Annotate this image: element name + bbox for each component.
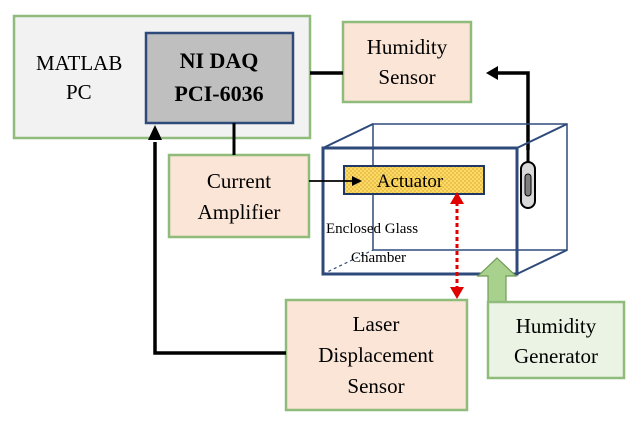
- humidity-sensor-line2: Sensor: [378, 65, 435, 89]
- humidity-generator-line2: Generator: [514, 344, 598, 368]
- humidity-sensor-line1: Humidity: [367, 35, 448, 59]
- humidity-generator-arrow: [476, 257, 518, 303]
- probe-to-humidity-sensor-line: [496, 71, 530, 150]
- laser-sensor-box: [284, 298, 469, 412]
- ni-daq-line1: NI DAQ: [180, 48, 259, 73]
- humidity-probe-window: [524, 173, 532, 197]
- current-amplifier-line2: Amplifier: [198, 200, 281, 224]
- current-amplifier-line1: Current: [207, 169, 271, 193]
- humidity-generator-box: [486, 300, 626, 380]
- humidity-sensor-input-arrowhead: [486, 66, 498, 80]
- actuator-box: [343, 165, 485, 195]
- ni-daq-box: [144, 31, 295, 125]
- laser-beam-bottom-arrowhead: [450, 287, 464, 299]
- actuator-input-arrowhead: [352, 176, 362, 186]
- daq-input-arrowhead: [148, 125, 162, 140]
- matlab-pc-line1: MATLAB: [36, 51, 122, 75]
- laser-beam-top-arrowhead: [450, 192, 464, 204]
- humidity-generator-line1: Humidity: [516, 314, 597, 338]
- humidity-sensor-box: [341, 20, 473, 104]
- chamber-line2: Chamber: [351, 250, 406, 266]
- current-amplifier-box: [167, 153, 311, 239]
- ni-daq-line2: PCI-6036: [174, 81, 263, 106]
- matlab-pc-line2: PC: [66, 80, 92, 104]
- chamber-line1: Enclosed Glass: [326, 221, 418, 237]
- laser-sensor-to-daq-line: [153, 142, 286, 355]
- laser-sensor-line2: Displacement: [318, 343, 434, 367]
- laser-sensor-line3: Sensor: [347, 374, 404, 398]
- actuator-label: Actuator: [377, 171, 444, 192]
- laser-sensor-line1: Laser: [353, 312, 400, 336]
